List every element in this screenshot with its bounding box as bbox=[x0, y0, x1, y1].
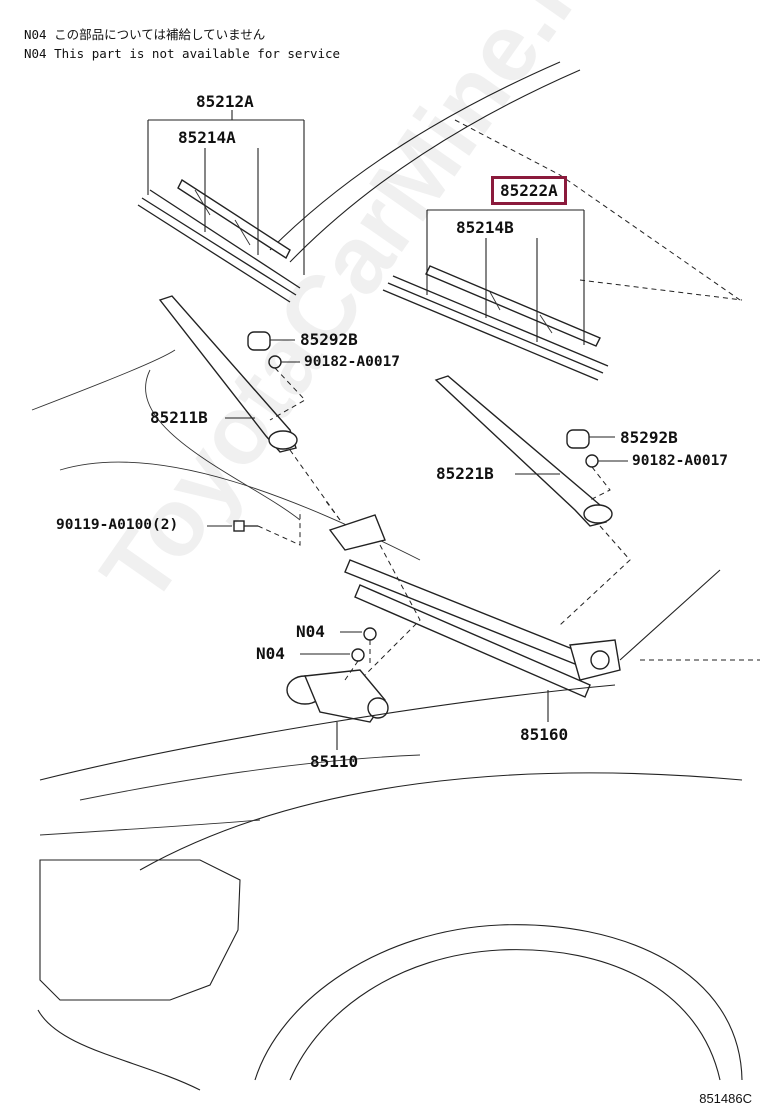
label-85212A[interactable]: 85212A bbox=[196, 92, 254, 111]
windshield-edge-line bbox=[289, 69, 581, 263]
right-wiper-arm bbox=[434, 375, 631, 626]
wiper-motor bbox=[286, 669, 389, 750]
leader-85222A bbox=[426, 209, 585, 345]
fender-line bbox=[289, 949, 721, 1081]
headlamp-outline bbox=[39, 859, 241, 1001]
label-85211B[interactable]: 85211B bbox=[150, 408, 208, 427]
cowl-line bbox=[145, 369, 301, 521]
cowl-line bbox=[79, 754, 421, 801]
hood-line bbox=[139, 772, 743, 871]
label-90182-A0017-left[interactable]: 90182-A0017 bbox=[304, 354, 401, 370]
label-85110[interactable]: 85110 bbox=[310, 752, 359, 771]
windshield-edge-line bbox=[269, 61, 561, 251]
bolt bbox=[207, 510, 301, 546]
note-japanese: N04 この部品については補給していません bbox=[24, 27, 266, 42]
label-85292B-left[interactable]: 85292B bbox=[300, 330, 358, 349]
label-85214B[interactable]: 85214B bbox=[456, 218, 514, 237]
cowl-line bbox=[39, 819, 261, 836]
windshield-dash bbox=[454, 119, 741, 301]
label-85222A-highlighted[interactable]: 85222A bbox=[491, 176, 567, 205]
cap-left bbox=[247, 331, 295, 351]
nut-right bbox=[585, 454, 628, 501]
fender-line bbox=[254, 924, 743, 1081]
n04-fastener-upper bbox=[340, 627, 377, 665]
note-english: N04 This part is not available for servi… bbox=[24, 46, 341, 61]
fender-line bbox=[37, 1009, 201, 1091]
right-wiper-blade bbox=[382, 265, 609, 381]
windshield-dash bbox=[579, 279, 743, 301]
diagram-id: 851486C bbox=[699, 1091, 752, 1106]
cowl-line bbox=[31, 349, 176, 411]
left-wiper-blade bbox=[137, 178, 301, 303]
n04-fastener-lower bbox=[300, 648, 365, 681]
cap-right bbox=[566, 429, 615, 449]
label-85214A[interactable]: 85214A bbox=[178, 128, 236, 147]
wiper-linkage bbox=[324, 499, 621, 722]
left-wiper-arm bbox=[158, 295, 341, 521]
hood-line bbox=[39, 684, 616, 781]
nut-left bbox=[268, 355, 306, 421]
label-85292B-right[interactable]: 85292B bbox=[620, 428, 678, 447]
label-85160[interactable]: 85160 bbox=[520, 725, 569, 744]
label-n04-upper[interactable]: N04 bbox=[296, 622, 325, 641]
label-85221B[interactable]: 85221B bbox=[436, 464, 494, 483]
label-90119-A0100[interactable]: 90119-A0100(2) bbox=[56, 517, 179, 533]
label-n04-lower[interactable]: N04 bbox=[256, 644, 285, 663]
label-90182-A0017-right[interactable]: 90182-A0017 bbox=[632, 453, 729, 469]
leader-85212A bbox=[147, 110, 305, 275]
hood-line bbox=[619, 569, 721, 661]
